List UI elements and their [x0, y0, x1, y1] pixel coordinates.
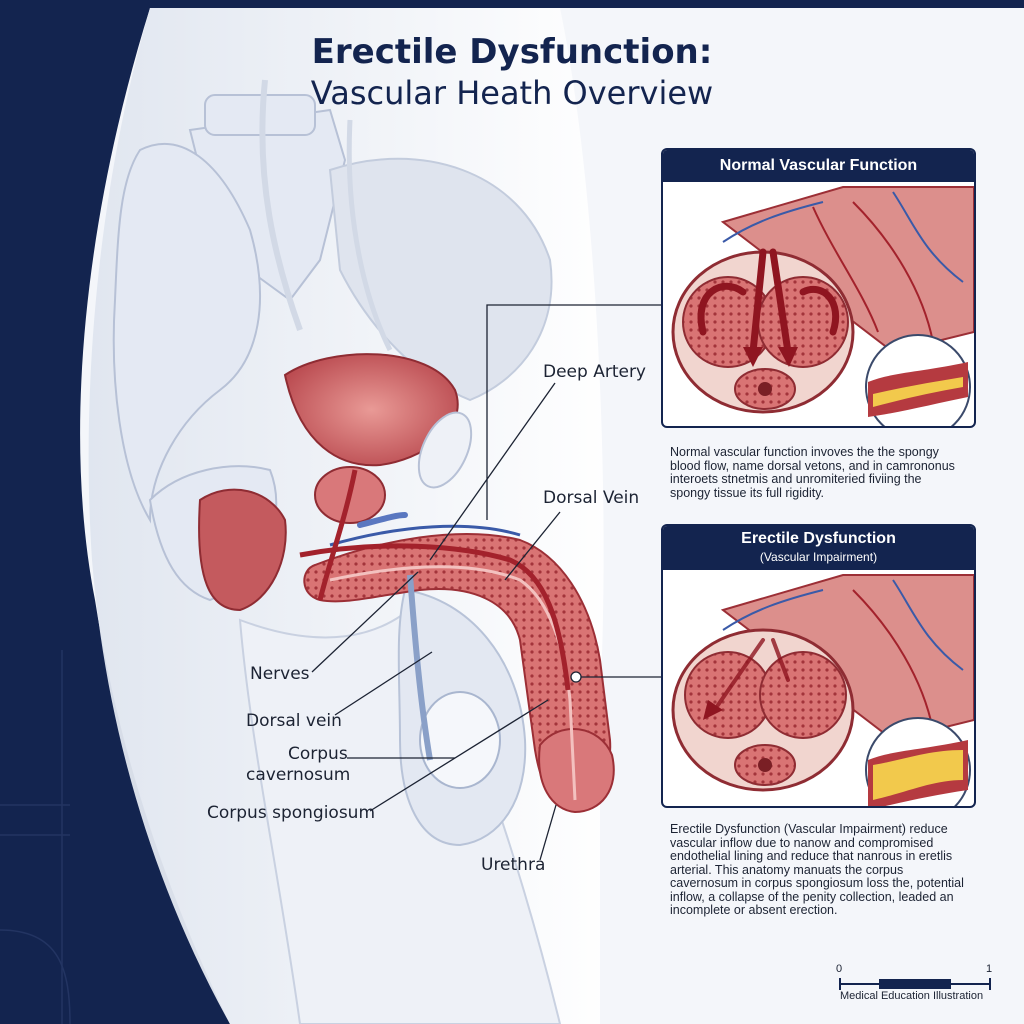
ed-desc-line-7: incomplete or absent erection. — [670, 903, 838, 917]
normal-description: Normal vascular function invoves the the… — [670, 445, 955, 500]
normal-desc-line-4: spongy tissue its full rigidity. — [670, 485, 824, 500]
thigh — [238, 598, 562, 1024]
normal-urethra — [758, 382, 772, 396]
ed-desc-line-1: Erectile Dysfunction (Vascular Impairmen… — [670, 822, 948, 836]
leader-urethra — [539, 804, 557, 861]
vessel-upward — [317, 469, 358, 601]
pelvic-cavity — [328, 157, 553, 402]
label-nerves: Nerves — [250, 664, 310, 684]
scale-bar — [839, 978, 991, 990]
normal-desc-line-2: blood flow, name dorsal vetons, and in c… — [670, 458, 955, 473]
normal-cross-section — [671, 186, 974, 426]
ed-shaft — [720, 574, 974, 742]
dorsal-vein-line — [329, 524, 521, 547]
ed-surface-vessels — [722, 579, 964, 731]
normal-inset-plaque — [873, 377, 963, 407]
spine-cable — [259, 79, 303, 332]
ed-desc-line-2: vascular inflow due to nanow and comprom… — [670, 835, 934, 850]
nerve-line — [357, 512, 408, 528]
title-line-2: Vascular Heath Overview — [310, 74, 714, 112]
ed-desc-line-6: inflow, a collapse of the penity collect… — [670, 889, 954, 904]
normal-desc-line-3: interoets stnetmis and unromiteried fivi… — [670, 472, 922, 486]
panel-ed: Erectile Dysfunction (Vascular Impairmen… — [661, 524, 976, 808]
panel-ed-heading-block: Erectile Dysfunction (Vascular Impairmen… — [663, 526, 974, 570]
connector-normal — [486, 304, 661, 520]
ed-urethra — [758, 758, 772, 772]
leader-dorsal-vein-lower — [334, 651, 433, 716]
leader-dorsal-vein-upper — [504, 511, 561, 581]
leader-lines — [311, 304, 661, 861]
ed-arrowhead — [703, 700, 723, 720]
ed-cavernosum-right — [759, 651, 847, 739]
spine-cable-2 — [346, 119, 393, 352]
label-urethra: Urethra — [481, 855, 546, 875]
seminal-vesicle — [417, 411, 473, 489]
normal-desc-line-1: Normal vascular function invoves the the… — [670, 445, 939, 459]
panel-ed-subheading: (Vascular Impairment) — [759, 550, 878, 564]
rectum — [198, 488, 287, 612]
normal-surface-vessels — [722, 191, 964, 343]
ed-description: Erectile Dysfunction (Vascular Impairmen… — [670, 822, 964, 918]
normal-arrowhead-2 — [778, 347, 798, 367]
leader-deep-artery — [429, 382, 556, 561]
panel-normal-heading: Normal Vascular Function — [663, 150, 974, 182]
left-navy-band — [0, 8, 230, 1024]
scale-caption: Medical Education Illustration — [840, 990, 984, 1002]
scale-max-label: 1 — [986, 963, 993, 975]
scale-min-label: 0 — [836, 963, 843, 975]
label-dorsal-vein-lower: Dorsal vein — [246, 711, 342, 731]
top-bar — [0, 0, 1024, 8]
glans — [538, 728, 615, 814]
decor-grid-lines — [0, 650, 71, 1024]
ed-inset-plaque — [873, 750, 963, 800]
label-corpus-cavernosum-line1: Corpus — [288, 744, 348, 764]
ed-flow-arrows — [716, 638, 790, 707]
label-corpus-spongiosum: Corpus spongiosum — [207, 803, 376, 823]
title-line-1: Erectile Dysfunction: — [311, 32, 713, 72]
normal-shaft — [720, 186, 974, 354]
label-corpus-cavernosum-line2: cavernosum — [246, 765, 351, 785]
panel-normal: Normal Vascular Function — [661, 148, 976, 428]
ed-cross-section — [671, 574, 974, 806]
leader-nerves — [311, 571, 419, 673]
ed-desc-line-4: arterial. This anatomy manuats the corpu… — [670, 862, 904, 877]
deep-artery-line — [299, 543, 571, 691]
ilium — [112, 142, 261, 524]
connector-dot — [570, 671, 582, 683]
normal-flow-arrows — [697, 248, 840, 356]
label-deep-artery: Deep Artery — [543, 362, 646, 382]
label-dorsal-vein-upper: Dorsal Vein — [543, 488, 640, 508]
leader-corpus-spongiosum — [369, 699, 549, 812]
panel-ed-heading: Erectile Dysfunction — [741, 530, 896, 547]
vas-deferens — [407, 574, 433, 761]
testis — [419, 691, 501, 789]
ed-desc-line-5: cavernosum in corpus spongiosum loss the… — [670, 876, 964, 890]
normal-arrowhead-1 — [743, 347, 763, 367]
ed-desc-line-3: endothelial lining and reduce that nanro… — [670, 849, 953, 863]
ed-cavernosum-left — [684, 651, 772, 739]
